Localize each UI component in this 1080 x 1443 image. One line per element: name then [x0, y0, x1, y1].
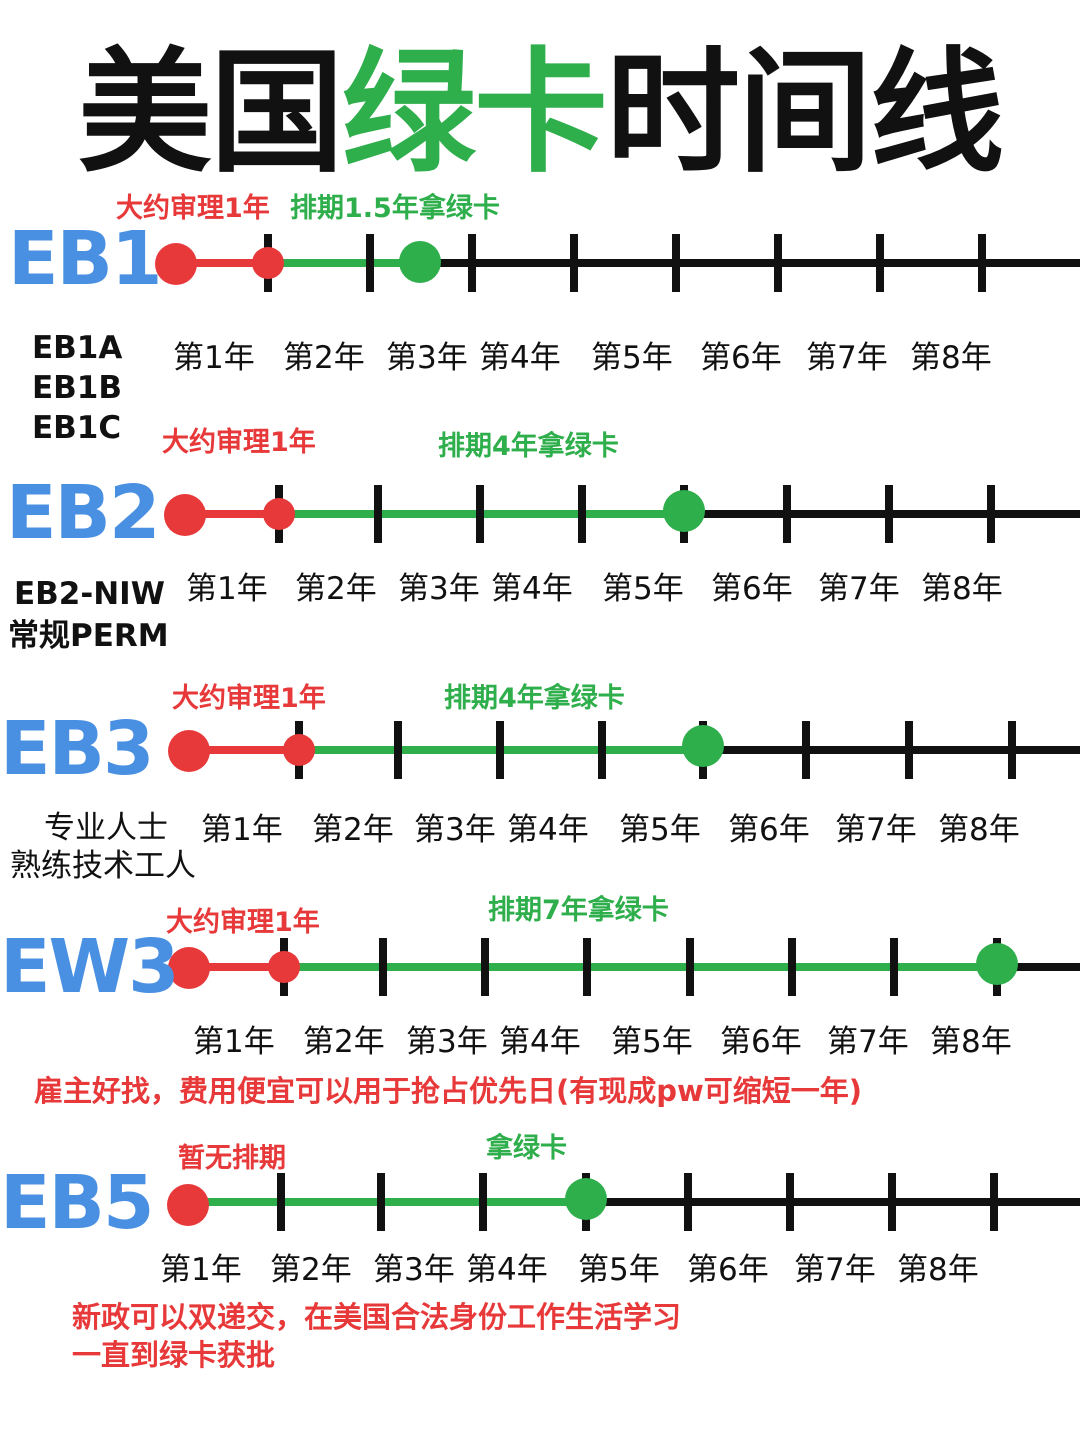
year-label: 第7年 — [835, 812, 917, 848]
year-label: 第6年 — [720, 1024, 802, 1060]
eb1-subtype: EB1C — [32, 410, 122, 446]
year-label: 第8年 — [930, 1024, 1012, 1060]
timeline-eb3-start-dot — [168, 730, 210, 772]
eb1-subtype: EB1B — [32, 370, 123, 406]
eb2-code: EB2 — [6, 470, 160, 556]
year-label: 第1年 — [186, 571, 268, 607]
year-label: 第2年 — [270, 1252, 352, 1288]
year-label: 第2年 — [295, 571, 377, 607]
eb5-note-line: 一直到绿卡获批 — [72, 1338, 276, 1372]
ew3-wait-label: 排期7年拿绿卡 — [488, 895, 669, 926]
year-label: 第7年 — [818, 571, 900, 607]
timeline-eb2-greencard-dot — [663, 490, 705, 532]
eb3-subtype: 专业人士 — [44, 810, 168, 846]
timeline-ew3-review-end-dot — [268, 951, 300, 983]
year-label: 第1年 — [201, 812, 283, 848]
year-label: 第1年 — [173, 340, 255, 376]
year-label: 第3年 — [398, 571, 480, 607]
ew3-note: 雇主好找，费用便宜可以用于抢占优先日(有现成pw可缩短一年) — [34, 1074, 863, 1108]
year-label: 第4年 — [499, 1024, 581, 1060]
timeline-eb1-review-end-dot — [252, 247, 284, 279]
year-label: 第1年 — [193, 1024, 275, 1060]
year-label: 第8年 — [897, 1252, 979, 1288]
year-label: 第3年 — [406, 1024, 488, 1060]
year-label: 第4年 — [466, 1252, 548, 1288]
year-label: 第8年 — [921, 571, 1003, 607]
timeline-ew3 — [168, 938, 1080, 996]
timeline-eb1 — [155, 234, 1080, 292]
eb3-subtype: 熟练技术工人 — [10, 848, 196, 884]
timeline-eb5 — [167, 1173, 1080, 1231]
eb3-review-label: 大约审理1年 — [172, 683, 326, 714]
eb2-wait-label: 排期4年拿绿卡 — [438, 431, 619, 462]
eb5-wait-label: 拿绿卡 — [486, 1133, 567, 1164]
eb1-subtype: EB1A — [32, 330, 123, 366]
year-label: 第6年 — [728, 812, 810, 848]
timeline-eb2-review-end-dot — [263, 498, 295, 530]
year-label: 第3年 — [373, 1252, 455, 1288]
ew3-review-label: 大约审理1年 — [166, 907, 320, 938]
timeline-eb1-greencard-dot — [399, 241, 441, 283]
eb5-code: EB5 — [0, 1160, 154, 1246]
year-label: 第2年 — [303, 1024, 385, 1060]
year-label: 第3年 — [386, 340, 468, 376]
eb3-code: EB3 — [0, 706, 154, 792]
timeline-eb5-greencard-dot — [565, 1178, 607, 1220]
ew3-code: EW3 — [0, 924, 180, 1010]
year-label: 第5年 — [602, 571, 684, 607]
year-label: 第4年 — [507, 812, 589, 848]
year-label: 第5年 — [619, 812, 701, 848]
year-label: 第2年 — [283, 340, 365, 376]
eb1-review-label: 大约审理1年 — [116, 193, 270, 224]
year-label: 第6年 — [687, 1252, 769, 1288]
timeline-eb2-start-dot — [164, 494, 206, 536]
year-label: 第3年 — [414, 812, 496, 848]
eb5-review-label: 暂无排期 — [178, 1143, 286, 1174]
year-label: 第7年 — [827, 1024, 909, 1060]
year-label: 第6年 — [700, 340, 782, 376]
eb2-subtype: 常规PERM — [8, 618, 169, 654]
timeline-eb5-start-dot — [167, 1184, 209, 1226]
eb1-wait-label: 排期1.5年拿绿卡 — [290, 193, 500, 224]
eb3-wait-label: 排期4年拿绿卡 — [444, 683, 625, 714]
eb1-code: EB1 — [8, 216, 162, 302]
year-label: 第7年 — [794, 1252, 876, 1288]
year-label: 第4年 — [491, 571, 573, 607]
page-title: 美国绿卡时间线 — [77, 35, 1004, 191]
year-label: 第7年 — [806, 340, 888, 376]
timeline-eb2 — [164, 485, 1080, 543]
timeline-eb3-review-end-dot — [283, 734, 315, 766]
timeline-ew3-start-dot — [168, 947, 210, 989]
year-label: 第5年 — [611, 1024, 693, 1060]
timeline-eb3 — [168, 721, 1080, 779]
year-label: 第5年 — [591, 340, 673, 376]
timeline-ew3-greencard-dot — [976, 943, 1018, 985]
year-label: 第6年 — [711, 571, 793, 607]
timeline-eb3-greencard-dot — [682, 725, 724, 767]
timeline-eb1-start-dot — [155, 243, 197, 285]
year-label: 第5年 — [578, 1252, 660, 1288]
year-label: 第1年 — [160, 1252, 242, 1288]
year-label: 第8年 — [938, 812, 1020, 848]
eb2-subtype: EB2-NIW — [14, 576, 165, 612]
eb2-review-label: 大约审理1年 — [162, 427, 316, 458]
year-label: 第4年 — [479, 340, 561, 376]
year-label: 第8年 — [910, 340, 992, 376]
year-label: 第2年 — [312, 812, 394, 848]
eb5-note-line: 新政可以双递交，在美国合法身份工作生活学习 — [72, 1300, 682, 1334]
